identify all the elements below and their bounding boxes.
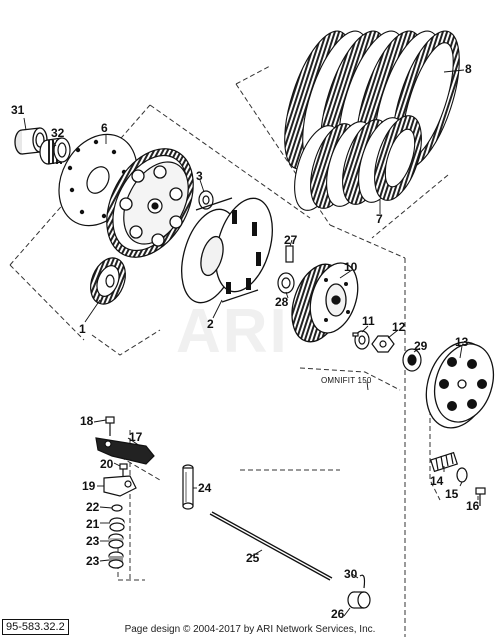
- callout-18: 18: [80, 414, 94, 428]
- watermark-logo: ARI: [176, 297, 289, 366]
- part-10-inner-hub: [291, 262, 359, 343]
- part-23-bearing-lower: [108, 551, 124, 569]
- part-19-plate: [103, 475, 137, 497]
- part-32-needle-bearing: [39, 137, 71, 165]
- callout-22: 22: [86, 500, 100, 514]
- part-21-seal: [109, 517, 125, 532]
- part-1-pinion-gear: [90, 257, 126, 305]
- part-1-primary-gear: [106, 148, 194, 258]
- part-3-washer: [198, 190, 214, 210]
- callout-31: 31: [11, 103, 25, 117]
- callout-24: 24: [198, 481, 212, 495]
- omnifit-note: OMNIFIT 150: [321, 376, 372, 385]
- part-27-pin: [285, 245, 294, 263]
- callout-3: 3: [196, 169, 203, 183]
- callout-29: 29: [414, 339, 428, 353]
- callout-30: 30: [344, 567, 358, 581]
- callout-32: 32: [51, 126, 65, 140]
- part-12-nut: [371, 335, 395, 353]
- part-17-release-lever: [95, 437, 155, 465]
- part-26-thrust-piece: [347, 591, 371, 609]
- callout-20: 20: [100, 457, 114, 471]
- callout-23-lower: 23: [86, 554, 100, 568]
- part-28-washer: [277, 272, 295, 294]
- callout-21: 21: [86, 517, 100, 531]
- callout-12: 12: [392, 320, 406, 334]
- callout-13: 13: [455, 335, 469, 349]
- callout-10: 10: [344, 260, 358, 274]
- callout-6: 6: [101, 121, 108, 135]
- part-8-clutch-plates: [284, 30, 460, 170]
- part-29-bearing: [402, 348, 422, 372]
- part-16-screw: [475, 487, 486, 506]
- callout-leaders: [23, 69, 479, 617]
- part-15-retainer: [456, 467, 468, 483]
- part-13-pressure-plate: [425, 341, 495, 429]
- callout-27: 27: [284, 233, 298, 247]
- part-18-bolt: [105, 416, 115, 436]
- copyright-footer: Page design © 2004-2017 by ARI Network S…: [124, 624, 376, 635]
- part-14-spring: [429, 451, 459, 473]
- callout-8: 8: [465, 62, 472, 76]
- callout-17: 17: [129, 430, 143, 444]
- callout-2: 2: [207, 317, 214, 331]
- part-25-push-rod: [209, 511, 333, 581]
- callout-23-upper: 23: [86, 534, 100, 548]
- part-30-o-ring: [359, 574, 366, 589]
- callout-15: 15: [445, 487, 459, 501]
- drawing-number: 95-583.32.2: [2, 619, 69, 635]
- callout-19: 19: [82, 479, 96, 493]
- callout-7: 7: [376, 212, 383, 226]
- part-7-steel-plates: [294, 115, 422, 211]
- part-2-clutch-basket: [181, 197, 273, 304]
- part-11-lock-washer: [352, 330, 370, 350]
- part-22-o-ring: [111, 504, 123, 512]
- callout-26: 26: [331, 607, 345, 621]
- callout-11: 11: [362, 314, 375, 328]
- part-23-bearing-upper: [108, 533, 124, 549]
- callout-14: 14: [430, 474, 444, 488]
- part-20-screw: [119, 463, 128, 476]
- callout-25: 25: [246, 551, 260, 565]
- callout-16: 16: [466, 499, 480, 513]
- callout-28: 28: [275, 295, 289, 309]
- assembly-frame-right: [235, 65, 449, 637]
- part-24-release-shaft: [182, 464, 194, 510]
- callout-1: 1: [79, 322, 86, 336]
